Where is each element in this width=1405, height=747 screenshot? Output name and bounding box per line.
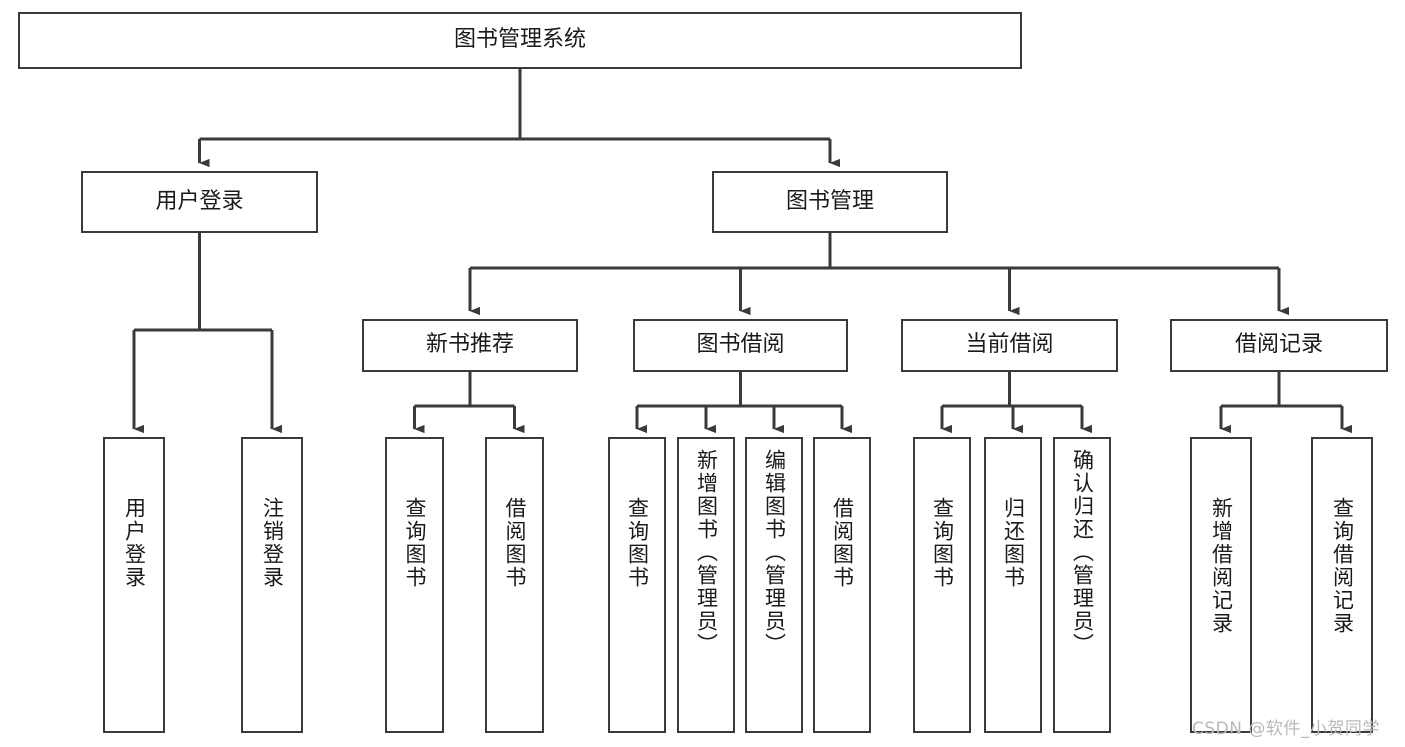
node-leaf-query-book-new[interactable]: 查询图书 xyxy=(385,437,444,733)
node-label: 确认归还（管理员） xyxy=(1070,449,1095,656)
node-label: 用户登录 xyxy=(155,188,244,214)
node-label: 查询图书 xyxy=(403,497,427,589)
node-root-book-management-system[interactable]: 图书管理系统 xyxy=(18,12,1022,69)
node-label: 查询图书 xyxy=(625,497,650,589)
node-borrow-records[interactable]: 借阅记录 xyxy=(1170,319,1388,372)
node-label: 查询图书 xyxy=(930,497,955,589)
node-leaf-logout[interactable]: 注销登录 xyxy=(241,437,303,733)
node-book-borrow[interactable]: 图书借阅 xyxy=(633,319,848,372)
node-leaf-borrow-book-new[interactable]: 借阅图书 xyxy=(485,437,544,733)
node-label: 图书管理 xyxy=(785,188,874,214)
node-leaf-query-borrow-record[interactable]: 查询借阅记录 xyxy=(1311,437,1373,733)
node-user-login[interactable]: 用户登录 xyxy=(81,171,318,233)
node-leaf-add-book-admin[interactable]: 新增图书（管理员） xyxy=(677,437,735,733)
node-label: 图书借阅 xyxy=(696,332,785,358)
node-label: 编辑图书（管理员） xyxy=(762,449,787,656)
node-new-book-recommend[interactable]: 新书推荐 xyxy=(362,319,578,372)
node-leaf-edit-book-admin[interactable]: 编辑图书（管理员） xyxy=(745,437,803,733)
node-leaf-borrow-book[interactable]: 借阅图书 xyxy=(813,437,871,733)
node-label: 新增图书（管理员） xyxy=(694,449,719,656)
node-label: 借阅图书 xyxy=(503,497,527,589)
node-leaf-confirm-return-admin[interactable]: 确认归还（管理员） xyxy=(1053,437,1111,733)
node-label: 借阅图书 xyxy=(830,497,855,589)
node-label: 新书推荐 xyxy=(425,332,514,358)
node-label: 图书管理系统 xyxy=(453,27,586,53)
node-label: 注销登录 xyxy=(260,497,285,589)
node-label: 借阅记录 xyxy=(1234,332,1323,358)
node-label: 新增借阅记录 xyxy=(1209,497,1234,635)
node-leaf-return-book[interactable]: 归还图书 xyxy=(984,437,1042,733)
node-leaf-user-login[interactable]: 用户登录 xyxy=(103,437,165,733)
node-label: 用户登录 xyxy=(122,497,147,589)
node-leaf-add-borrow-record[interactable]: 新增借阅记录 xyxy=(1190,437,1252,733)
node-book-management[interactable]: 图书管理 xyxy=(712,171,948,233)
csdn-watermark: CSDN @软件_小贺同学 xyxy=(1192,719,1380,739)
node-leaf-query-book-current[interactable]: 查询图书 xyxy=(913,437,971,733)
node-current-borrow[interactable]: 当前借阅 xyxy=(901,319,1118,372)
node-label: 归还图书 xyxy=(1001,497,1026,589)
node-label: 当前借阅 xyxy=(965,332,1054,358)
node-leaf-query-book-borrow[interactable]: 查询图书 xyxy=(608,437,666,733)
node-label: 查询借阅记录 xyxy=(1330,497,1355,635)
